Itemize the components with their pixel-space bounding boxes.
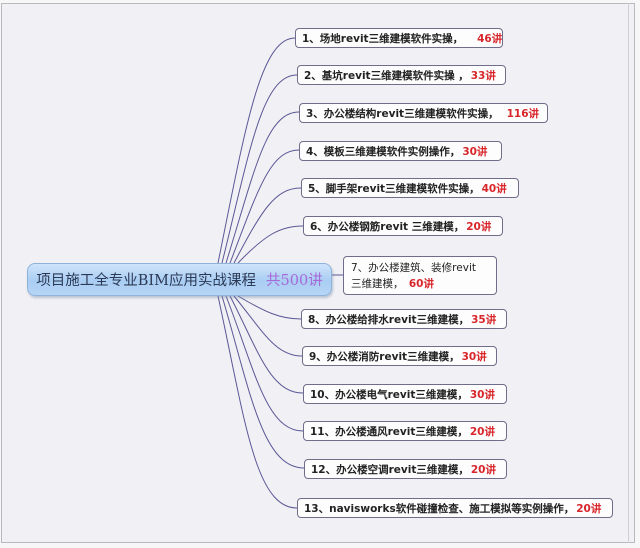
topic-node-7[interactable]: 7、办公楼建筑、装修revit 三维建模， 60讲 (343, 256, 497, 295)
topic-label: 5、脚手架revit三维建模软件实操， (308, 182, 480, 195)
topic-node-1[interactable]: 1、场地revit三维建模软件实操， 46讲 (295, 28, 503, 48)
topic-count: 40讲 (481, 182, 507, 195)
topic-node-4[interactable]: 4、模板三维建模软件实例操作， 30讲 (299, 141, 502, 161)
topic-node-6[interactable]: 6、办公楼钢筋revit 三维建模， 20讲 (303, 216, 503, 236)
topic-node-8[interactable]: 8、办公楼给排水revit三维建模， 35讲 (301, 309, 507, 329)
topic-node-3[interactable]: 3、办公楼结构revit三维建模软件实操， 116讲 (299, 103, 548, 123)
topic-label: 8、办公楼给排水revit三维建模， (308, 313, 470, 326)
topic-node-12[interactable]: 12、办公楼空调revit三维建模， 20讲 (304, 459, 507, 479)
connector-13 (217, 295, 298, 509)
connector-8 (237, 295, 302, 320)
topic-label: 13、navisworks软件碰撞检查、施工模拟等实例操作， (304, 502, 575, 515)
topic-label: 12、办公楼空调revit三维建模， (311, 463, 469, 476)
topic-node-10[interactable]: 10、办公楼电气revit三维建模， 30讲 (303, 384, 507, 404)
central-topic[interactable]: 项目施工全专业BIM应用实战课程 共500讲 (27, 263, 332, 296)
canvas-right-border (628, 3, 629, 543)
topic-count: 20讲 (470, 463, 496, 476)
topic-count: 20讲 (466, 220, 492, 233)
connector-9 (233, 295, 303, 357)
topic-label: 2、基坑revit三维建模软件实操 ， (304, 69, 469, 82)
topic-label: 4、模板三维建模软件实例操作， (306, 145, 461, 158)
topic-node-5[interactable]: 5、脚手架revit三维建模软件实操， 40讲 (301, 178, 519, 198)
topic-count: 30讲 (469, 388, 495, 401)
connector-6 (237, 225, 304, 264)
topic-count: 46讲 (477, 32, 503, 45)
topic-label: 9、办公楼消防revit三维建模， (309, 350, 460, 363)
topic-label: 1、场地revit三维建模软件实操， (302, 32, 464, 45)
topic-label: 11、办公楼通风revit三维建模， (310, 425, 468, 438)
central-count: 共500讲 (266, 273, 323, 289)
connector-4 (229, 149, 300, 264)
topic-count: 35讲 (471, 313, 497, 326)
topic-label: 10、办公楼电气revit三维建模， (310, 388, 468, 401)
connector-5 (233, 187, 302, 264)
connector-10 (229, 295, 304, 394)
central-title: 项目施工全专业BIM应用实战课程 (36, 273, 257, 289)
connector-1 (217, 37, 296, 264)
connector-11 (225, 295, 304, 432)
topic-count: 33讲 (470, 69, 496, 82)
connector-3 (225, 111, 300, 264)
topic-count: 30讲 (462, 145, 488, 158)
topic-count: 20讲 (469, 425, 495, 438)
topic-count: 116讲 (506, 107, 539, 120)
topic-node-13[interactable]: 13、navisworks软件碰撞检查、施工模拟等实例操作， 20讲 (297, 498, 613, 518)
topic-node-11[interactable]: 11、办公楼通风revit三维建模， 20讲 (303, 421, 507, 441)
topic-label: 7、办公楼建筑、装修revit 三维建模， (351, 262, 476, 290)
topic-node-2[interactable]: 2、基坑revit三维建模软件实操 ， 33讲 (297, 65, 506, 85)
topic-node-9[interactable]: 9、办公楼消防revit三维建模， 30讲 (302, 346, 497, 366)
topic-count: 30讲 (461, 350, 487, 363)
topic-label: 6、办公楼钢筋revit 三维建模， (310, 220, 465, 233)
topic-count: 20讲 (576, 502, 602, 515)
topic-label: 3、办公楼结构revit三维建模软件实操， (306, 107, 499, 120)
connector-2 (221, 74, 298, 264)
topic-count: 60讲 (408, 278, 434, 290)
connector-12 (221, 295, 305, 469)
